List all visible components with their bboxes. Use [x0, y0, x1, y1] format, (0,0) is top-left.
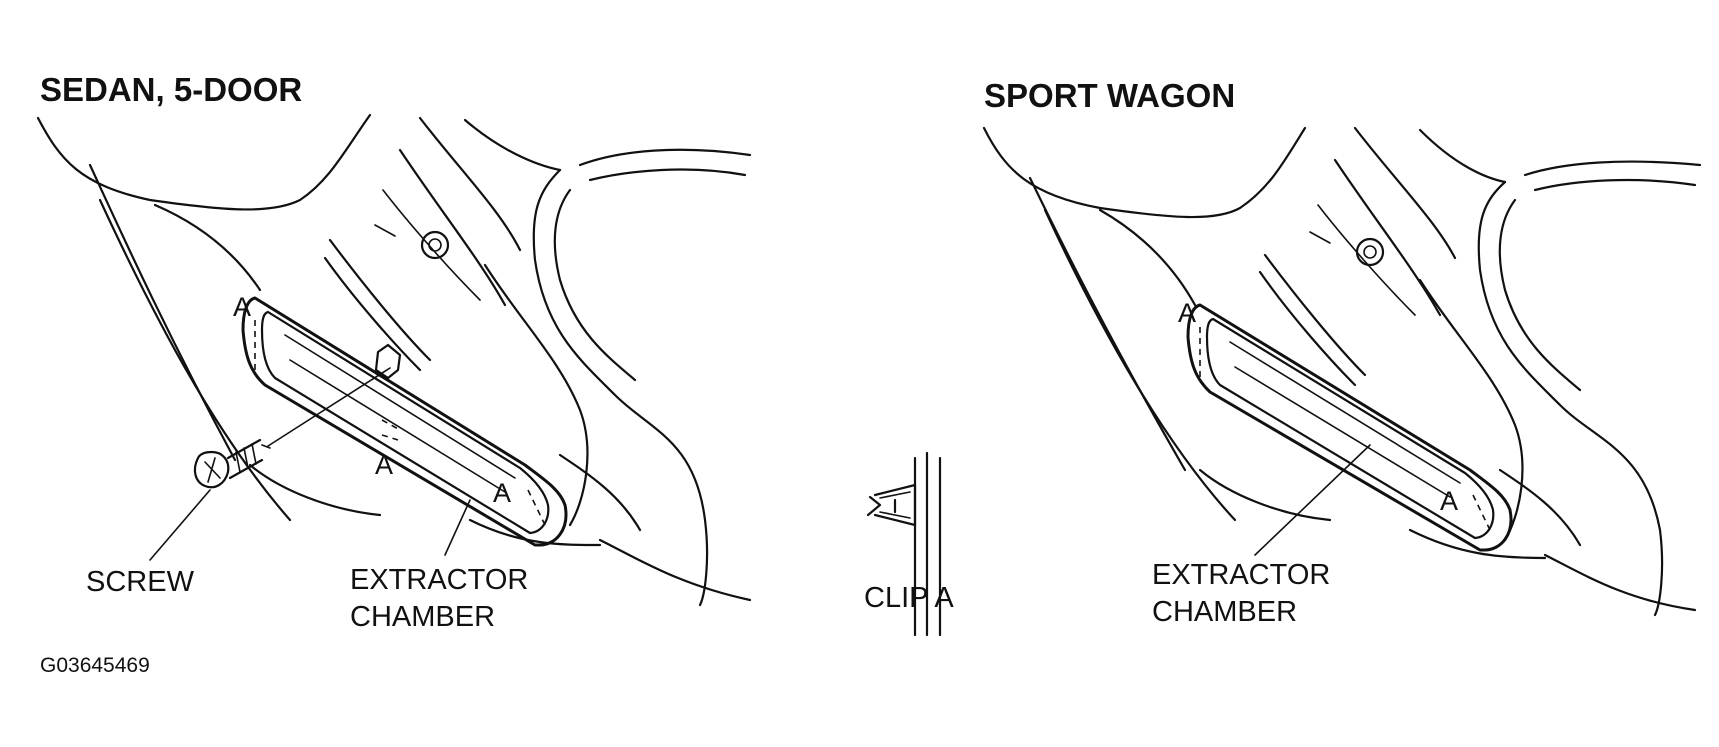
wagon-chamber-leader-line	[1254, 444, 1371, 556]
clip-a-label: CLIP A	[864, 582, 954, 614]
wagon-clip-marker-right: A	[1440, 486, 1458, 516]
sedan-chamber-leader-line	[444, 499, 471, 556]
sedan-clip-marker-right: A	[493, 478, 511, 508]
sedan-panel: SEDAN, 5-DOOR	[36, 71, 752, 633]
wagon-chamber-label-line1: EXTRACTOR	[1152, 559, 1330, 591]
clip-a-detail: CLIP A	[864, 451, 954, 637]
sedan-title: SEDAN, 5-DOOR	[40, 71, 302, 108]
wagon-chamber-label-line2: CHAMBER	[1152, 596, 1297, 628]
wagon-panel: SPORT WAGON	[982, 77, 1702, 628]
wagon-extractor-chamber	[1186, 303, 1513, 552]
sedan-chamber-label-line2: CHAMBER	[350, 601, 495, 633]
wagon-clip-marker-top: A	[1178, 298, 1196, 328]
screw-leader-line	[149, 489, 211, 561]
sedan-clip-markers: A A A	[233, 292, 511, 508]
wagon-title: SPORT WAGON	[984, 77, 1235, 114]
wagon-body-outline	[982, 126, 1702, 617]
screw-label: SCREW	[86, 566, 195, 598]
sedan-clip-marker-top: A	[233, 292, 251, 322]
sedan-clip-marker-mid: A	[375, 450, 393, 480]
sedan-body-outline	[36, 113, 752, 607]
figure-code: G03645469	[40, 654, 150, 677]
wagon-clip-markers: A A	[1178, 298, 1458, 516]
screw-icon	[193, 367, 391, 489]
sedan-extractor-chamber	[241, 296, 568, 547]
sedan-chamber-label-line1: EXTRACTOR	[350, 564, 528, 596]
